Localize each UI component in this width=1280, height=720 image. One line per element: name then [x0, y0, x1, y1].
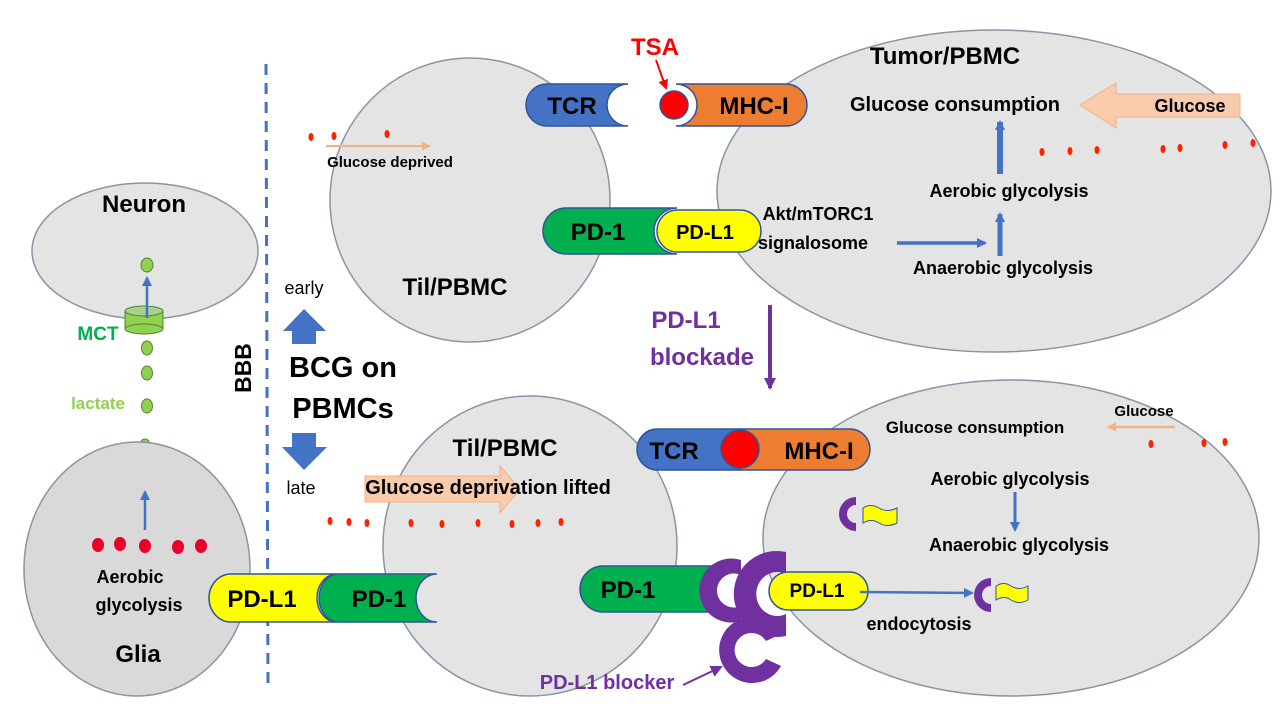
bottom-pd1-label: PD-1 — [601, 577, 656, 604]
glia-aerobic-line2: glycolysis — [95, 595, 182, 615]
til-pd1 — [318, 573, 438, 623]
bottom-mhc — [739, 428, 871, 471]
bottom-glucose-label: Glucose — [1114, 403, 1173, 420]
top-pdl1-label: PD-L1 — [676, 222, 734, 244]
bottom-pdl1 — [768, 571, 869, 611]
blocker-on-pd1 — [699, 558, 741, 623]
blockade-line2: blockade — [650, 344, 754, 371]
bottom-glucose-dots-right — [1148, 438, 1228, 448]
signalosome-line2: signalosome — [758, 233, 868, 253]
glia-pdl1-label: PD-L1 — [227, 586, 296, 613]
mct-transporter — [124, 305, 164, 335]
early-label: early — [284, 278, 323, 298]
bcg-line1: BCG on — [289, 352, 397, 384]
signalosome-line1: Akt/mTORC1 — [763, 204, 874, 224]
bottom-til-cell — [382, 395, 678, 697]
lactate-dot-neuron — [140, 257, 154, 273]
blocker-pointer — [682, 665, 723, 686]
mct-label: MCT — [77, 324, 119, 345]
bottom-anaerobic-label: Anaerobic glycolysis — [929, 535, 1109, 555]
top-glucose-consumption: Glucose consumption — [850, 94, 1060, 116]
bbb-label: BBB — [230, 343, 256, 393]
free-pdl1-blocker — [719, 617, 781, 683]
glia-cell — [23, 441, 251, 697]
late-down-arrow — [282, 433, 327, 470]
top-aerobic-label: Aerobic glycolysis — [929, 181, 1088, 201]
top-glucose-dots-left — [308, 130, 390, 141]
top-pd1 — [542, 207, 678, 255]
deprivation-lifted-arrow — [364, 464, 521, 515]
top-pdl1 — [656, 209, 762, 253]
bottom-til-label: Til/PBMC — [453, 435, 558, 462]
bottom-tcr-label: TCR — [649, 438, 698, 465]
bottom-pdl1-label: PD-L1 — [790, 581, 845, 602]
top-til-cell — [329, 57, 611, 343]
til-pd1-label: PD-1 — [352, 586, 407, 613]
top-glucose-arrow — [1079, 82, 1241, 129]
glia-red-dots — [92, 537, 207, 554]
tsa-arrow — [655, 59, 669, 90]
deprivation-lifted-label: Glucose deprivation lifted — [365, 477, 611, 499]
glucose-deprived-label: Glucose deprived — [327, 154, 453, 171]
early-up-arrow — [283, 309, 326, 344]
glia-label: Glia — [115, 641, 161, 668]
top-til-label: Til/PBMC — [403, 274, 508, 301]
bottom-tsa-antigen — [720, 429, 760, 469]
top-glucose-label: Glucose — [1154, 96, 1225, 116]
blockade-line1: PD-L1 — [651, 307, 720, 334]
top-pd1-label: PD-1 — [571, 219, 626, 246]
top-tcr-label: TCR — [547, 93, 596, 120]
bottom-glucose-consumption: Glucose consumption — [886, 418, 1065, 437]
endocytosis-arrow — [859, 587, 974, 598]
top-tumor-label: Tumor/PBMC — [870, 43, 1020, 70]
top-tcr — [525, 83, 629, 127]
top-mhc — [675, 83, 808, 127]
bcg-line2: PBMCs — [292, 393, 394, 425]
lactate-label: lactate — [71, 394, 125, 413]
blocked-pdl1-free — [839, 497, 898, 531]
blocker-on-pdl1 — [733, 551, 786, 637]
top-glucose-dots-right — [1039, 139, 1256, 156]
blocker-label: PD-L1 blocker — [540, 672, 675, 694]
top-anaerobic-label: Anaerobic glycolysis — [913, 258, 1093, 278]
endocytosed-pdl1 — [974, 578, 1029, 612]
bottom-aerobic-label: Aerobic glycolysis — [930, 469, 1089, 489]
glia-aerobic-line1: Aerobic — [96, 567, 163, 587]
bottom-tumor-cell — [762, 379, 1260, 697]
neuron-label: Neuron — [102, 191, 186, 218]
top-mhc-label: MHC-I — [719, 93, 788, 120]
bottom-tcr — [636, 428, 741, 471]
late-label: late — [286, 478, 315, 498]
tsa-label: TSA — [631, 34, 679, 61]
bottom-glucose-dots-left — [327, 517, 564, 528]
top-tsa-antigen — [659, 90, 689, 120]
endocytosis-label: endocytosis — [866, 614, 971, 634]
bottom-mhc-label: MHC-I — [784, 438, 853, 465]
